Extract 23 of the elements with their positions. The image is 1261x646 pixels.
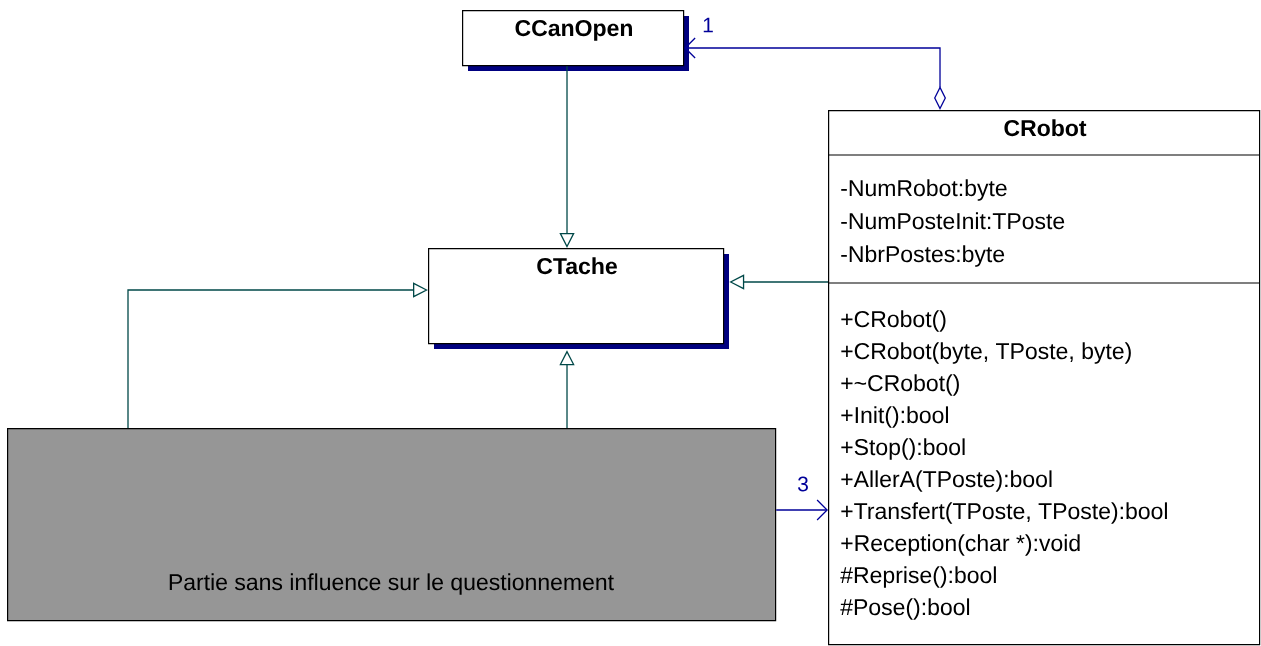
method-text: +Init():bool	[841, 406, 948, 428]
inheritance-arrow	[559, 65, 575, 248]
class-box: CRobot -NumRobot:byte -NumPosteInit:TPoste -NbrPostes:byte +CRobot() +CRobot(byte, TPoste, byte) +~CRobot() +Init():bool +Stop():bool +AllerA(TPoste):bool +Transfert(TPoste, TPoste):bool +Reception(char *):void #Reprise():bool #Pose():bool	[827, 110, 1261, 646]
method-text: +CRobot(byte, TPoste, byte)	[841, 342, 1131, 364]
association-arrow	[775, 499, 828, 521]
attribute-text: -NbrPostes:byte	[841, 245, 1005, 267]
method-text: +~CRobot()	[841, 374, 959, 396]
multiplicity-label: 1	[701, 16, 715, 34]
class-box: CCanOpen	[462, 10, 689, 71]
method-text: +Stop():bool	[841, 438, 965, 460]
method-text: +AllerA(TPoste):bool	[841, 470, 1052, 492]
method-text: #Pose():bool	[840, 598, 970, 620]
class-box: CTache	[428, 248, 729, 349]
attribute-text: -NumRobot:byte	[841, 179, 1007, 201]
attribute-text: -NumPosteInit:TPoste	[841, 212, 1065, 230]
method-text: +Transfert(TPoste, TPoste):bool	[841, 502, 1167, 524]
inheritance-arrow	[127, 282, 428, 429]
multiplicity-label: 3	[796, 475, 810, 493]
placeholder-box: Partie sans influence sur le questionnement	[7, 428, 777, 622]
method-text: +CRobot()	[841, 310, 946, 332]
association-arrow	[684, 37, 946, 110]
method-text: #Reprise():bool	[840, 566, 996, 588]
method-text: +Reception(char *):void	[841, 534, 1080, 556]
